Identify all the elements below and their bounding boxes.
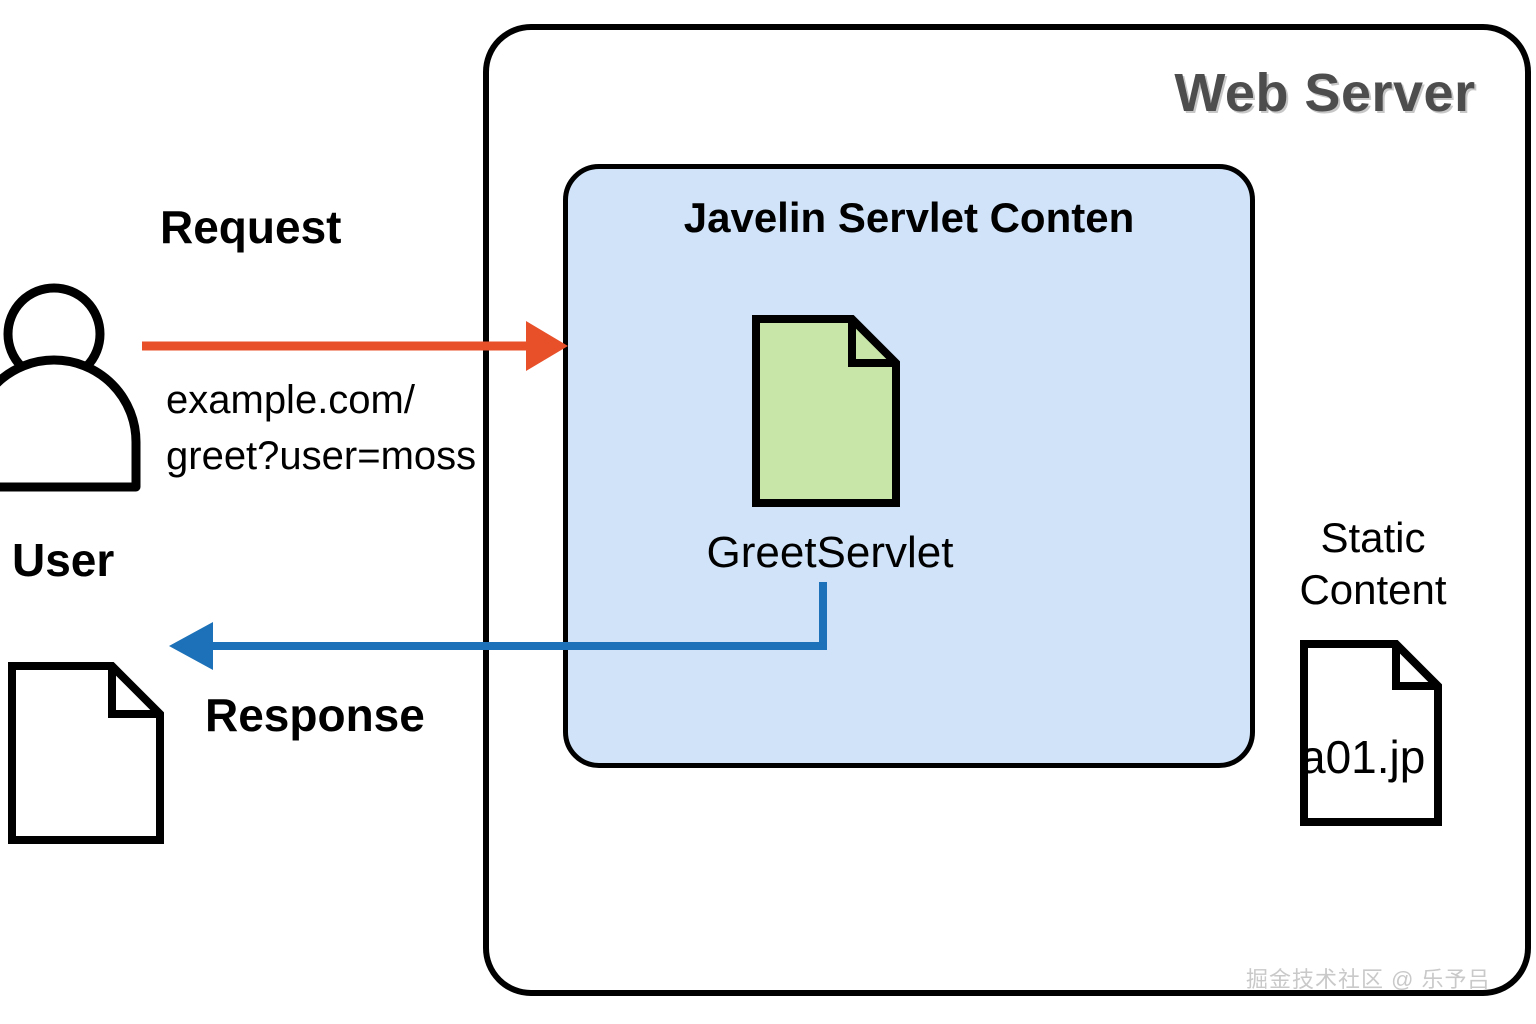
user-icon <box>0 283 141 492</box>
user-label: User <box>12 534 115 586</box>
greet-servlet-label: GreetServlet <box>706 528 954 577</box>
response-label: Response <box>205 689 425 741</box>
request-arrow <box>142 321 568 371</box>
watermark: 掘金技术社区 @ 乐予吕 <box>1246 967 1491 992</box>
servlet-container <box>563 164 1255 768</box>
servlet-container-title: Javelin Servlet Conten <box>683 194 1135 241</box>
request-url-text: example.com/ greet?user=moss <box>166 378 477 478</box>
web-server-title: Web Server <box>1174 63 1476 123</box>
document-icon <box>1300 640 1442 826</box>
response-arrow <box>169 582 827 670</box>
document-icon <box>8 662 164 844</box>
static-content-label: Static Content <box>1299 514 1447 613</box>
static-content-filename: a01.jp <box>1300 731 1426 783</box>
request-label: Request <box>160 201 342 253</box>
web-server-container <box>483 24 1531 996</box>
document-icon <box>752 315 900 507</box>
